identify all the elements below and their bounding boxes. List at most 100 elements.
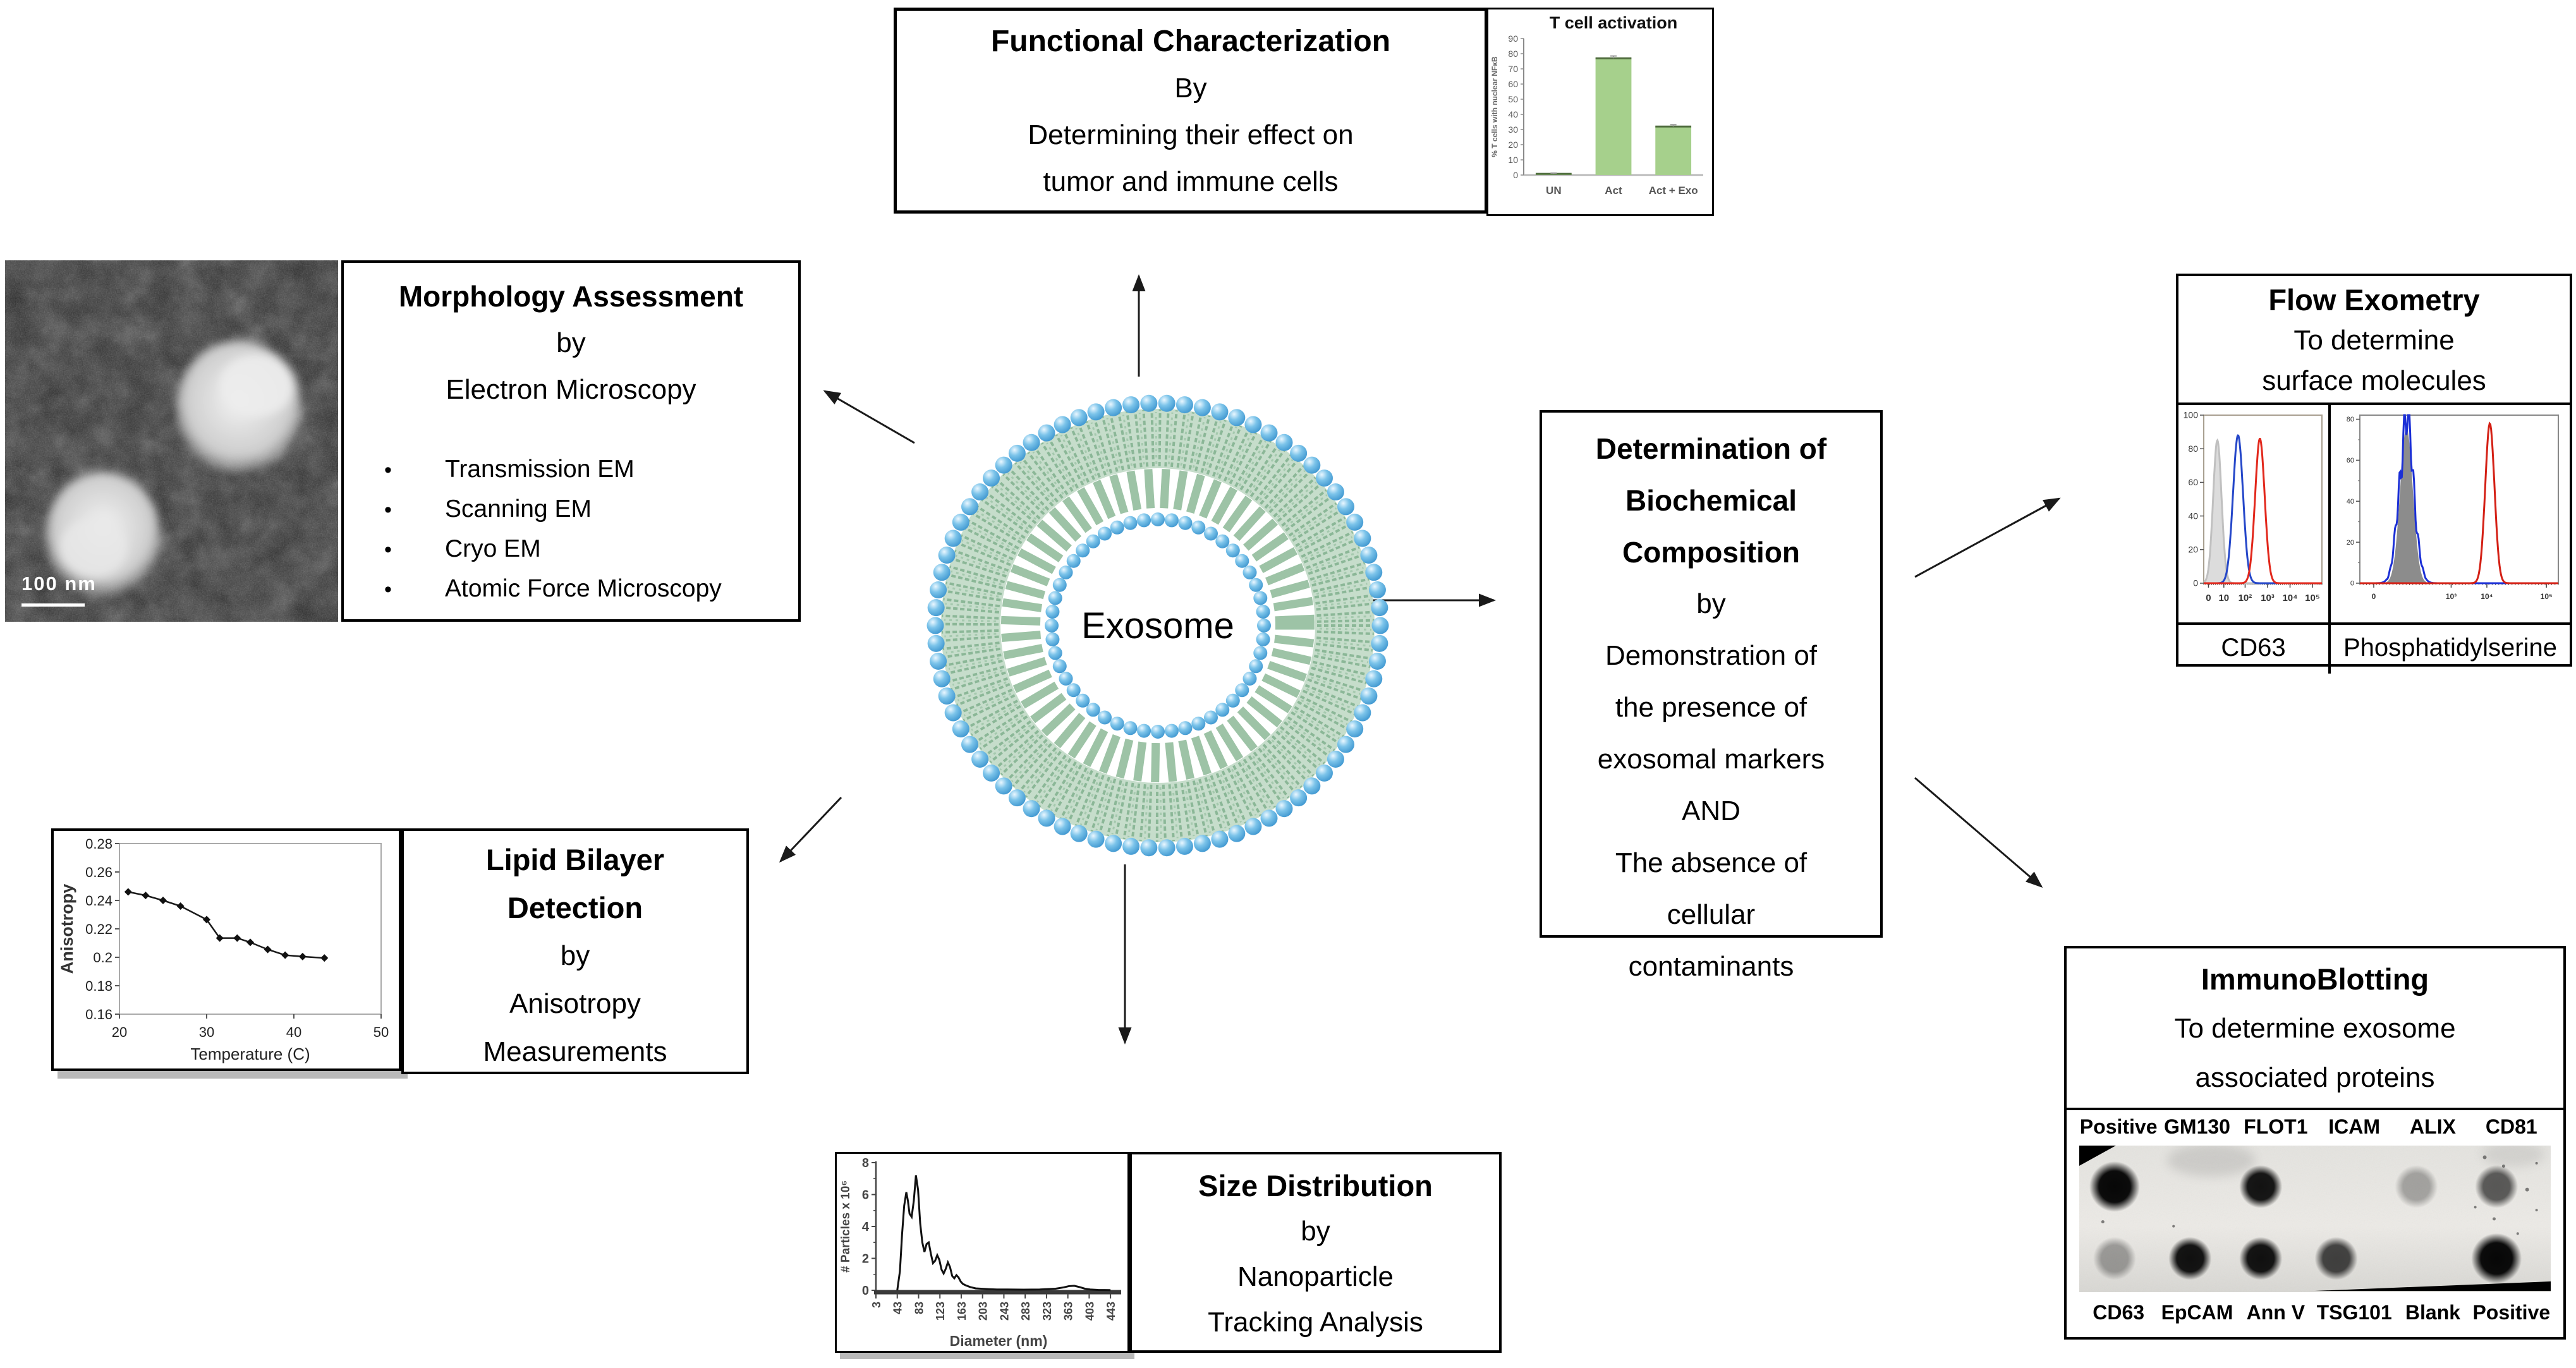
blot-top-labels: Positive GM130 FLOT1 ICAM ALIX CD81 [2079, 1115, 2551, 1139]
svg-text:30: 30 [1508, 124, 1518, 135]
svg-text:3: 3 [870, 1302, 883, 1308]
functional-title: Functional Characterization [990, 25, 1391, 58]
svg-text:60: 60 [2347, 457, 2354, 464]
blot-label: EpCAM [2161, 1301, 2233, 1324]
svg-text:40: 40 [1508, 109, 1518, 119]
svg-text:10⁵: 10⁵ [2541, 592, 2553, 601]
em-image [5, 260, 338, 622]
svg-text:10⁴: 10⁴ [2481, 592, 2493, 601]
list-item: Scanning EM [344, 490, 798, 530]
morphology-bullet-list: Transmission EM Scanning EM Cryo EM Atom… [344, 450, 798, 609]
svg-text:4: 4 [862, 1220, 870, 1234]
exosome-label: Exosome [1081, 605, 1234, 646]
flow-line: To determine [2293, 325, 2455, 356]
svg-text:243: 243 [998, 1302, 1011, 1321]
svg-text:60: 60 [2188, 477, 2198, 487]
svg-text:0: 0 [2372, 592, 2376, 601]
determination-title: Composition [1622, 536, 1801, 569]
flow-line: surface molecules [2262, 365, 2486, 396]
list-item: Transmission EM [344, 450, 798, 490]
functional-line: tumor and immune cells [1043, 166, 1339, 197]
svg-text:0: 0 [1513, 170, 1518, 180]
svg-text:Anisotropy: Anisotropy [58, 884, 76, 974]
svg-text:10: 10 [2218, 593, 2229, 603]
svg-text:70: 70 [1508, 64, 1518, 74]
svg-text:40: 40 [2188, 511, 2198, 521]
svg-text:0: 0 [2350, 580, 2354, 588]
exosome-graphic: Exosome [911, 379, 1404, 872]
determination-line: by [1696, 588, 1726, 619]
dot-blot-image [2079, 1146, 2551, 1292]
svg-text:20: 20 [112, 1024, 127, 1040]
svg-text:163: 163 [956, 1302, 968, 1321]
svg-text:50: 50 [374, 1024, 389, 1040]
svg-text:T cell activation: T cell activation [1550, 13, 1678, 32]
svg-text:0: 0 [2193, 578, 2198, 588]
svg-text:8: 8 [862, 1156, 869, 1170]
svg-text:90: 90 [1508, 33, 1518, 44]
size-line: by [1301, 1216, 1330, 1247]
svg-text:10⁵: 10⁵ [2305, 593, 2320, 603]
blot-label: Blank [2405, 1301, 2461, 1324]
list-item: Cryo EM [344, 530, 798, 569]
determination-title: Determination of [1595, 432, 1827, 465]
svg-text:60: 60 [1508, 79, 1518, 89]
svg-text:10³: 10³ [2261, 593, 2275, 603]
morphology-line: by [556, 327, 586, 358]
svg-text:10: 10 [1508, 155, 1518, 165]
em-scale-bar [21, 603, 85, 607]
svg-text:20: 20 [2188, 544, 2198, 554]
determination-line: Demonstration of [1605, 640, 1818, 671]
determination-line: AND [1682, 796, 1741, 826]
blot-bottom-labels: CD63 EpCAM Ann V TSG101 Blank Positive [2079, 1301, 2551, 1324]
determination-line: contaminants [1628, 951, 1794, 982]
svg-text:20: 20 [1508, 140, 1518, 150]
electron-micrograph: 100 nm [5, 260, 338, 622]
size-distribution-box: Size Distribution by Nanoparticle Tracki… [1129, 1152, 1502, 1353]
svg-text:0: 0 [862, 1284, 869, 1298]
blot-label: Ann V [2246, 1301, 2306, 1324]
svg-text:20: 20 [2347, 539, 2354, 547]
biochemical-composition-box: Determination of Biochemical Composition… [1540, 410, 1883, 982]
flow-exometry-box: Flow Exometry To determine surface molec… [2176, 274, 2572, 674]
svg-text:403: 403 [1083, 1302, 1096, 1321]
svg-text:UN: UN [1546, 185, 1562, 197]
blot-label: CD81 [2485, 1115, 2537, 1138]
svg-text:0: 0 [2206, 593, 2211, 603]
lipid-line: Measurements [483, 1036, 667, 1067]
exosome-lipid-bilayer-illustration: Exosome [927, 394, 1389, 857]
svg-text:0.26: 0.26 [85, 864, 112, 880]
svg-text:363: 363 [1062, 1302, 1075, 1321]
lipid-title: Lipid Bilayer [485, 843, 665, 876]
svg-text:10⁴: 10⁴ [2282, 593, 2297, 603]
svg-text:83: 83 [913, 1302, 925, 1314]
size-title: Size Distribution [1198, 1169, 1433, 1202]
functional-characterization-box: Functional Characterization By Determini… [894, 8, 1488, 214]
blot-label: FLOT1 [2244, 1115, 2308, 1138]
svg-text:0.16: 0.16 [85, 1007, 112, 1022]
lipid-line: Anisotropy [509, 988, 641, 1019]
svg-text:# Particles x 10⁶: # Particles x 10⁶ [839, 1180, 853, 1273]
svg-text:0.24: 0.24 [85, 893, 112, 909]
svg-text:2: 2 [862, 1252, 869, 1266]
immuno-line: To determine exosome [2174, 1013, 2456, 1044]
size-line: Tracking Analysis [1208, 1307, 1423, 1338]
svg-text:0.22: 0.22 [85, 921, 112, 937]
immuno-blot-section: Positive GM130 FLOT1 ICAM ALIX CD81 CD63… [2067, 1110, 2563, 1343]
svg-text:323: 323 [1041, 1302, 1054, 1321]
immuno-title-section: ImmunoBlotting To determine exosome asso… [2067, 948, 2563, 1110]
svg-text:123: 123 [934, 1302, 947, 1321]
size-line: Nanoparticle [1237, 1261, 1394, 1292]
svg-text:6: 6 [862, 1189, 869, 1202]
immuno-title: ImmunoBlotting [2201, 962, 2429, 996]
svg-text:Act + Exo: Act + Exo [1649, 185, 1698, 197]
determination-title: Biochemical [1625, 484, 1797, 517]
